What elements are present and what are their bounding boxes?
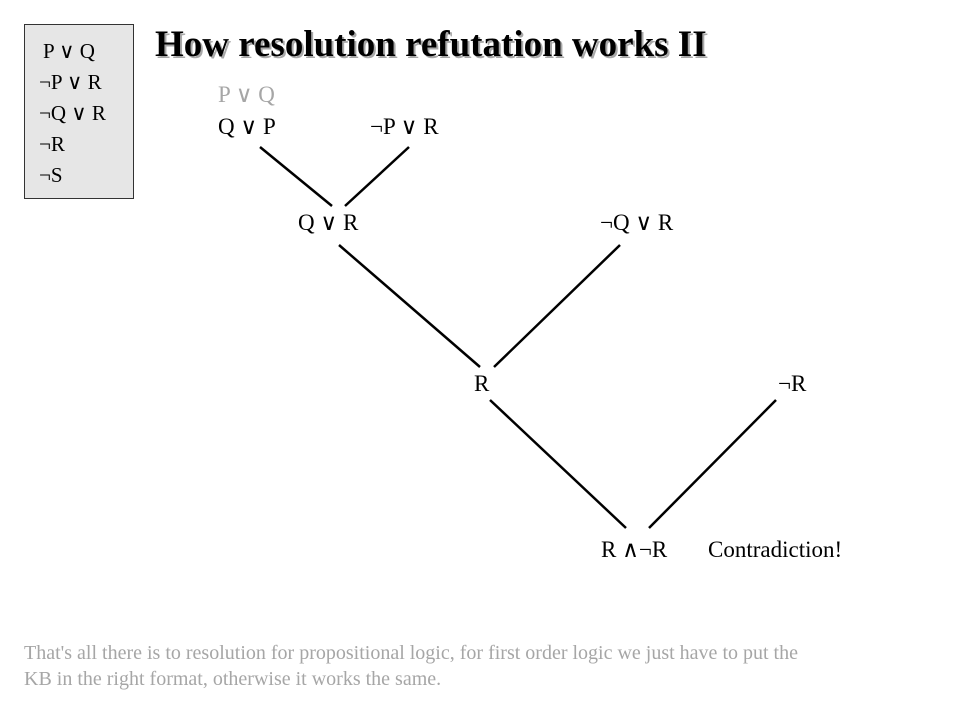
contradiction-label: Contradiction! — [708, 537, 843, 562]
kb-clause-2: ¬P ∨ R — [39, 70, 102, 94]
edge-qp-to-qr — [259, 146, 333, 207]
kb-clause-3: ¬Q ∨ R — [39, 101, 106, 125]
clause-not-r: ¬R — [778, 371, 807, 396]
kb-clause-5: ¬S — [39, 163, 63, 187]
faded-clause-p-or-q: P ∨ Q — [218, 82, 275, 107]
clause-q-or-r: Q ∨ R — [298, 210, 359, 235]
edge-r-to-final — [489, 399, 627, 529]
clause-r-and-not-r: R ∧¬R — [601, 537, 668, 562]
edge-notqr-to-r — [493, 244, 621, 368]
kb-clause-4: ¬R — [39, 132, 65, 156]
footer-note: That's all there is to resolution for pr… — [24, 642, 798, 690]
clause-r: R — [474, 371, 490, 396]
clause-q-or-p: Q ∨ P — [218, 114, 276, 139]
slide-title: How resolution refutation works II — [155, 24, 707, 65]
clause-not-q-or-r: ¬Q ∨ R — [600, 210, 674, 235]
edge-notpr-to-qr — [344, 146, 410, 207]
edge-notr-to-final — [648, 399, 777, 529]
knowledge-base-box: P ∨ Q ¬P ∨ R ¬Q ∨ R ¬R ¬S — [24, 24, 134, 199]
clause-not-p-or-r: ¬P ∨ R — [370, 114, 439, 139]
kb-clause-1: P ∨ Q — [43, 39, 95, 63]
edge-qr-to-r — [338, 244, 481, 368]
